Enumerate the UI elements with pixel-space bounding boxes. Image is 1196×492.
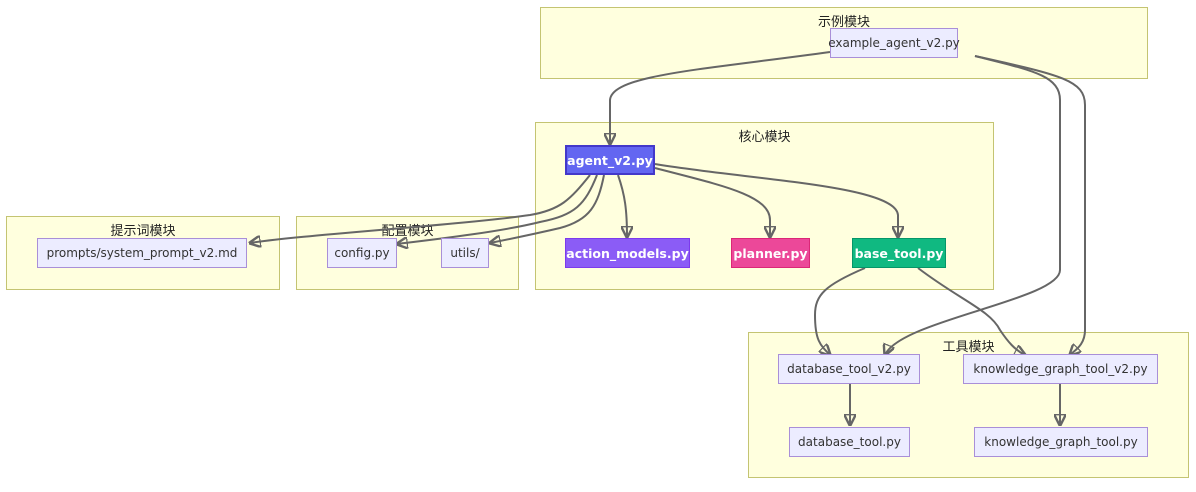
- node-knowledge-graph-tool-v2[interactable]: knowledge_graph_tool_v2.py: [963, 354, 1158, 384]
- node-utils[interactable]: utils/: [441, 238, 489, 268]
- node-knowledge-graph-tool[interactable]: knowledge_graph_tool.py: [974, 427, 1148, 457]
- node-database-tool-v2[interactable]: database_tool_v2.py: [778, 354, 920, 384]
- cluster-title-core: 核心模块: [738, 130, 791, 145]
- cluster-title-prompt: 提示词模块: [110, 224, 176, 239]
- cluster-title-tools: 工具模块: [942, 340, 995, 355]
- node-database-tool[interactable]: database_tool.py: [789, 427, 910, 457]
- node-action-models[interactable]: action_models.py: [565, 238, 690, 268]
- node-example-agent[interactable]: example_agent_v2.py: [828, 28, 960, 58]
- node-base-tool[interactable]: base_tool.py: [852, 238, 946, 268]
- node-planner[interactable]: planner.py: [731, 238, 810, 268]
- cluster-title-config: 配置模块: [381, 224, 434, 239]
- cluster-title-example: 示例模块: [817, 15, 870, 30]
- node-agent[interactable]: agent_v2.py: [565, 145, 655, 175]
- node-system-prompt[interactable]: prompts/system_prompt_v2.md: [37, 238, 247, 268]
- node-config[interactable]: config.py: [327, 238, 397, 268]
